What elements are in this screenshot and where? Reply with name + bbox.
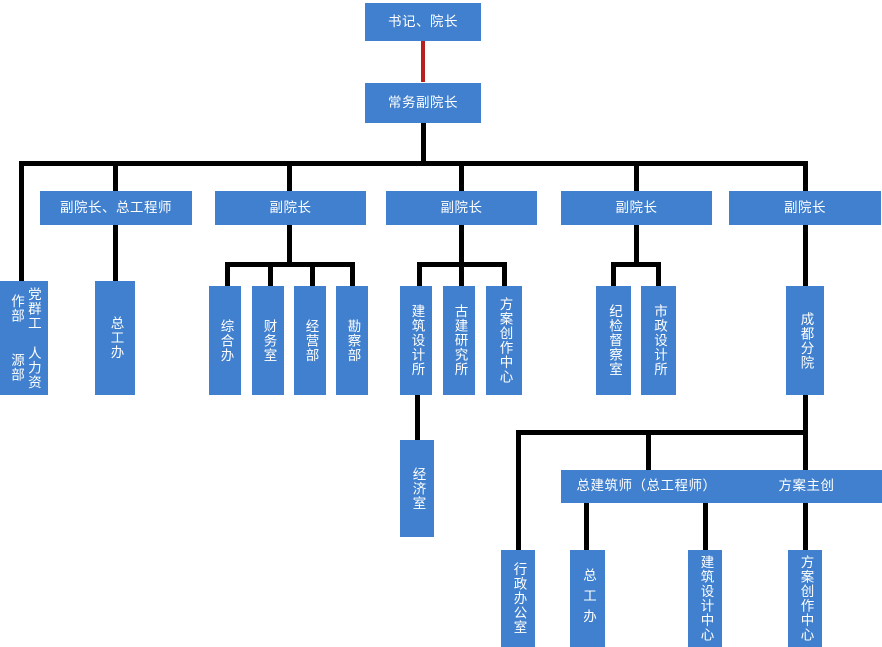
connector-vp3-to-jzsjs xyxy=(417,262,422,286)
connector-vp2-to-jyb xyxy=(310,262,315,286)
node-economics-office[interactable]: 经济室 xyxy=(400,440,434,537)
connector-bus-to-vp4 xyxy=(634,161,639,191)
connector-vp2-to-kcb xyxy=(350,262,355,286)
node-discipline-inspection-office[interactable]: 纪检督察室 xyxy=(596,286,631,395)
node-vp-chief-engineer[interactable]: 副院长、总工程师 xyxy=(40,191,192,225)
node-administrative-office[interactable]: 行政办公室 xyxy=(501,550,535,647)
connector-vp3-bus xyxy=(417,262,507,267)
connector-deputy-down xyxy=(421,123,426,164)
connector-bus-to-vp3 xyxy=(459,161,464,191)
node-architectural-design-center[interactable]: 建筑设计中心 xyxy=(688,550,722,647)
node-general-office[interactable]: 综合办 xyxy=(209,286,241,395)
connector-vp3-down xyxy=(459,225,464,286)
node-chengdu-branch[interactable]: 成都分院 xyxy=(786,286,824,395)
connector-bus-to-hr xyxy=(19,161,24,281)
node-chief-architect[interactable]: 总建筑师（总工程师） xyxy=(561,470,732,503)
connector-branch-bus xyxy=(516,430,808,435)
connector-branch-to-fazc xyxy=(803,430,808,470)
node-scheme-lead[interactable]: 方案主创 xyxy=(731,470,882,503)
node-party-label: 人力资源部 xyxy=(8,345,41,390)
connector-vp1-down xyxy=(113,225,118,281)
node-operations-dept[interactable]: 经营部 xyxy=(294,286,326,395)
connector-vp2-bus xyxy=(225,262,355,267)
connector-vp2-to-cws xyxy=(268,262,273,286)
connector-vp5-down xyxy=(803,225,808,286)
connector-vp4-to-jjdcs xyxy=(611,262,616,286)
connector-vp4-down xyxy=(634,225,639,264)
node-architectural-design-institute[interactable]: 建筑设计所 xyxy=(400,286,432,395)
connector-vp2-down xyxy=(287,225,292,264)
connector-vp3-to-faczx xyxy=(502,262,507,286)
connector-zjzs-to-zgb2 xyxy=(584,503,589,550)
connector-bus-to-vp2 xyxy=(287,161,292,191)
node-chief-engineer-office[interactable]: 总工办 xyxy=(95,281,135,395)
node-vp-5[interactable]: 副院长 xyxy=(729,191,881,225)
connector-zjzs-to-jzsjzx xyxy=(703,503,708,550)
node-vp-4[interactable]: 副院长 xyxy=(561,191,712,225)
node-hr-party-dept[interactable]: 党群工作部 人力资源部 xyxy=(0,281,48,395)
connector-cdfy-down xyxy=(803,395,808,435)
connector-vp2-to-zhb xyxy=(225,262,230,286)
node-municipal-design-institute[interactable]: 市政设计所 xyxy=(641,286,676,395)
connector-bus-to-vp5 xyxy=(803,161,808,191)
node-executive-vice-president[interactable]: 常务副院长 xyxy=(365,83,481,123)
node-scheme-creation-center-branch[interactable]: 方案创作中心 xyxy=(788,550,822,647)
node-finance-office[interactable]: 财务室 xyxy=(252,286,284,395)
node-scheme-creation-center[interactable]: 方案创作中心 xyxy=(486,286,522,395)
node-vp-2[interactable]: 副院长 xyxy=(215,191,366,225)
node-vp-3[interactable]: 副院长 xyxy=(386,191,537,225)
connector-vp-bus xyxy=(19,161,808,166)
connector-ceo-to-deputy xyxy=(421,40,425,82)
connector-jzsjs-to-jjs xyxy=(415,395,420,440)
connector-bus-to-vp1 xyxy=(113,161,118,191)
connector-vp4-bus xyxy=(611,262,661,267)
node-ancient-architecture-institute[interactable]: 古建研究所 xyxy=(443,286,475,395)
connector-branch-to-xzbgs xyxy=(516,430,521,550)
connector-vp4-to-szsjs xyxy=(656,262,661,286)
node-survey-dept[interactable]: 勘察部 xyxy=(336,286,368,395)
node-hr-label: 党群工作部 xyxy=(8,286,41,331)
connector-branch-to-zjzs xyxy=(646,430,651,470)
connector-fazc-to-faczx2 xyxy=(803,503,808,550)
node-chief-engineer-office-branch[interactable]: 总工办 xyxy=(570,550,605,647)
node-secretary-president[interactable]: 书记、院长 xyxy=(365,3,481,41)
